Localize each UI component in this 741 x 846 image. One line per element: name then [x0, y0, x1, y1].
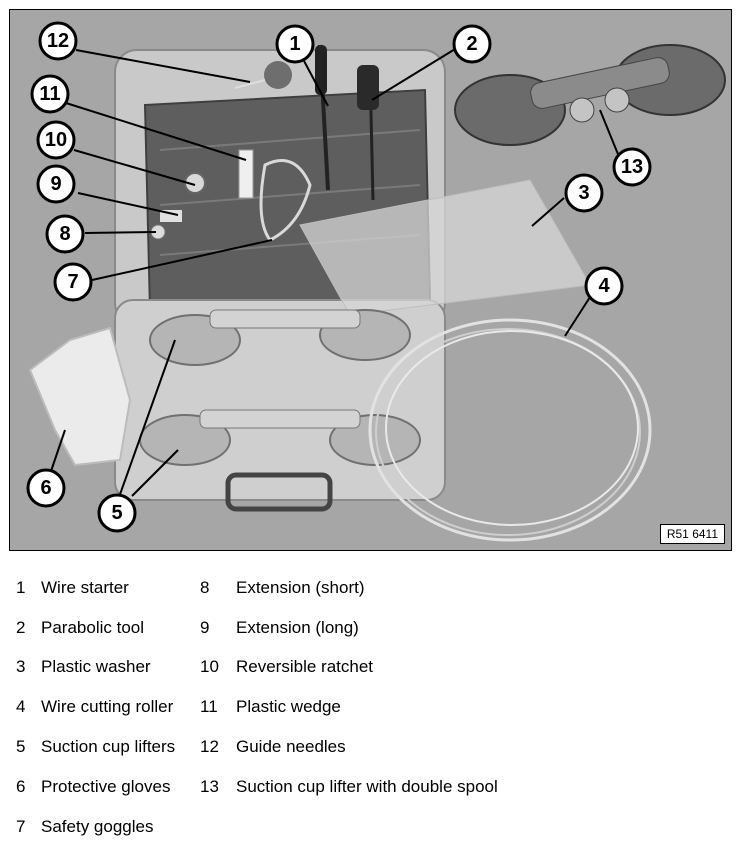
svg-text:6: 6: [40, 477, 51, 499]
callout-9: 9: [36, 164, 76, 204]
callout-5: 5: [97, 493, 137, 533]
wire-coil: [368, 318, 652, 542]
legend-number: 6: [16, 777, 26, 796]
svg-text:11: 11: [39, 83, 60, 105]
svg-text:13: 13: [621, 156, 643, 178]
callout-3: 3: [564, 173, 604, 213]
svg-text:10: 10: [45, 129, 67, 151]
legend-label: Protective gloves: [41, 777, 171, 796]
legend-number: 9: [200, 618, 210, 637]
legend-number: 11: [200, 697, 218, 716]
legend-number: 12: [200, 737, 219, 756]
svg-text:4: 4: [598, 275, 610, 297]
legend-label: Parabolic tool: [41, 618, 145, 637]
callout-2: 2: [452, 24, 492, 64]
callout-13: 13: [612, 147, 652, 187]
callout-1: 1: [275, 24, 315, 64]
legend-number: 5: [16, 737, 26, 756]
legend-number: 10: [200, 657, 219, 676]
legend-label: Guide needles: [236, 737, 346, 756]
legend-label: Plastic washer: [41, 657, 151, 676]
legend-label: Extension (long): [236, 618, 359, 637]
legend-label: Wire starter: [41, 578, 129, 597]
figure-reference-code: R51 6411: [659, 524, 725, 544]
legend-label: Safety goggles: [41, 817, 154, 836]
gloves: [28, 326, 132, 467]
callouts: 1 2 3 4 5 6 7 8 9 10 11 12 13: [26, 21, 652, 533]
callout-8: 8: [45, 214, 85, 254]
callout-12: 12: [38, 21, 78, 61]
svg-text:9: 9: [50, 173, 61, 195]
case-handle: [225, 472, 333, 512]
legend-label: Suction cup lifter with double spool: [236, 777, 498, 796]
callout-6: 6: [26, 468, 66, 508]
legend-number: 2: [16, 618, 26, 637]
legend-label: Suction cup lifters: [41, 737, 176, 756]
svg-text:8: 8: [59, 223, 70, 245]
legend-number: 8: [200, 578, 210, 597]
legend-number: 13: [200, 777, 219, 796]
svg-text:3: 3: [578, 182, 589, 204]
svg-text:2: 2: [466, 33, 477, 55]
svg-text:7: 7: [67, 271, 78, 293]
svg-text:12: 12: [47, 30, 69, 52]
legend-number: 4: [16, 697, 26, 716]
svg-text:1: 1: [289, 33, 300, 55]
legend-number: 7: [16, 817, 26, 836]
legend-label: Wire cutting roller: [41, 697, 174, 716]
legend-label: Plastic wedge: [236, 697, 341, 716]
callout-10: 10: [36, 120, 76, 160]
legend-number: 1: [16, 578, 26, 597]
tool-kit-figure: 1 2 3 4 5 6 7 8 9 10 11 12 13 R51 6411: [9, 9, 732, 551]
callout-4: 4: [584, 266, 624, 306]
callout-7: 7: [53, 262, 93, 302]
legend-label: Extension (short): [236, 578, 365, 597]
svg-text:5: 5: [111, 502, 122, 524]
legend-number: 3: [16, 657, 26, 676]
callout-11: 11: [30, 74, 70, 114]
legend-label: Reversible ratchet: [236, 657, 374, 676]
